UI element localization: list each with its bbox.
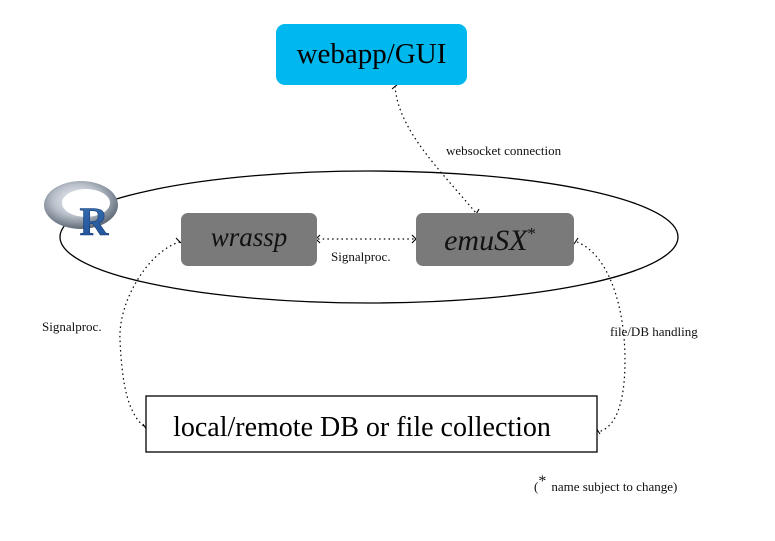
websocket-connector — [394, 85, 477, 214]
footnote-text: name subject to change) — [551, 479, 677, 494]
webapp-gui-node: webapp/GUI — [276, 24, 467, 85]
signalproc-left-label: Signalproc. — [42, 319, 102, 334]
websocket-connection-label: websocket connection — [446, 143, 562, 158]
wrassp-node: wrassp — [181, 213, 317, 266]
signalproc-connector-left — [119, 241, 181, 429]
emusx-superscript: * — [527, 224, 536, 243]
emusx-label: emuSX* — [444, 224, 536, 257]
r-environment-ellipse — [59, 170, 679, 304]
db-box — [145, 395, 598, 453]
file-db-handling-label: file/DB handling — [610, 324, 698, 339]
webapp-gui-box — [276, 24, 467, 85]
footnote-open-paren: ( — [534, 479, 538, 494]
db-label: local/remote DB or file collection — [173, 412, 551, 443]
footnote: (* name subject to change) — [534, 473, 677, 494]
emusx-box — [416, 213, 574, 266]
r-logo-letter: R — [80, 199, 110, 244]
wrassp-box — [181, 213, 317, 266]
db-node: local/remote DB or file collection — [145, 395, 598, 453]
connectors — [119, 85, 626, 433]
emusx-node: emuSX* — [416, 213, 574, 266]
webapp-gui-label: webapp/GUI — [297, 38, 447, 70]
footnote-star: * — [538, 473, 546, 490]
wrassp-label: wrassp — [211, 222, 288, 252]
r-logo-icon: R — [44, 181, 118, 244]
emusx-name: emuSX — [444, 224, 529, 257]
signalproc-mid-label: Signalproc. — [331, 249, 391, 264]
